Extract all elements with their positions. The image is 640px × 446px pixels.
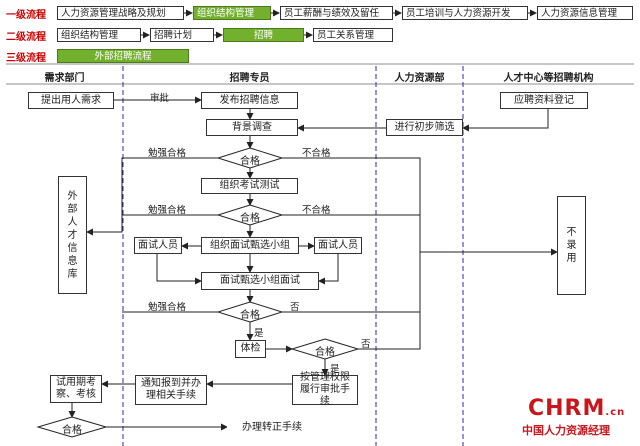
edge-label-yes-2: 是 bbox=[330, 364, 340, 375]
node-interviewer-left[interactable]: 面试人员 bbox=[134, 237, 182, 254]
lane-recruiter: 招聘专员 bbox=[229, 73, 270, 84]
node-submit-need[interactable]: 提出用人需求 bbox=[28, 92, 114, 109]
process-org-structure[interactable]: 组织结构管理 bbox=[193, 6, 271, 20]
edge-label-fail-2: 不合格 bbox=[302, 205, 331, 216]
decision-diamond-3 bbox=[216, 301, 284, 323]
node-initial-screen[interactable]: 进行初步筛选 bbox=[386, 119, 463, 136]
decision-diamond-4 bbox=[290, 338, 360, 360]
process-recruit[interactable]: 招聘 bbox=[223, 28, 304, 42]
decision-2-label: 合格 bbox=[240, 213, 260, 224]
process-external-recruit[interactable]: 外部招聘流程 bbox=[57, 49, 189, 63]
edge-label-fail-1: 不合格 bbox=[302, 148, 331, 159]
decision-4-label: 合格 bbox=[315, 347, 335, 358]
node-not-hired[interactable]: 不录用 bbox=[557, 196, 586, 295]
process-hr-strategy[interactable]: 人力资源管理战略及规划 bbox=[57, 6, 184, 20]
node-probation[interactable]: 试用期考察、考核 bbox=[50, 375, 102, 403]
edge-label-no-1: 否 bbox=[290, 302, 300, 313]
decision-diamond-5 bbox=[36, 416, 108, 438]
node-background-check[interactable]: 背景调查 bbox=[206, 119, 298, 136]
edge-label-no-2: 否 bbox=[361, 339, 371, 350]
level-3-label: 三级流程 bbox=[6, 53, 46, 64]
process-employee-relations[interactable]: 员工关系管理 bbox=[313, 28, 393, 42]
node-physical-exam[interactable]: 体检 bbox=[235, 340, 266, 358]
node-written-test[interactable]: 组织考试测试 bbox=[201, 178, 298, 194]
edge-label-forced-pass-2: 勉强合格 bbox=[148, 205, 187, 216]
process-compensation[interactable]: 员工薪酬与绩效及留任 bbox=[280, 6, 393, 20]
node-register[interactable]: 应聘资料登记 bbox=[500, 92, 588, 109]
decision-1-label: 合格 bbox=[240, 156, 260, 167]
edge-label-forced-pass-3: 勉强合格 bbox=[148, 302, 187, 313]
level-2-label: 二级流程 bbox=[6, 32, 46, 43]
decision-5-label: 合格 bbox=[62, 425, 82, 436]
logo-suffix: .cn bbox=[605, 407, 626, 418]
process-recruit-plan[interactable]: 招聘计划 bbox=[150, 28, 214, 42]
node-approval[interactable]: 按管理权限履行审批手续 bbox=[292, 372, 358, 407]
logo-tagline: 中国人力资源经理 bbox=[522, 424, 610, 437]
edge-label-forced-pass-1: 勉强合格 bbox=[148, 148, 187, 159]
chrm-logo: CHRM.cn bbox=[528, 396, 625, 421]
not-hired-label: 不录用 bbox=[566, 227, 577, 264]
lane-talent-center: 人才中心等招聘机构 bbox=[503, 73, 594, 84]
decision-diamond-2 bbox=[216, 204, 284, 226]
decision-3-label: 合格 bbox=[240, 310, 260, 321]
decision-diamond-1 bbox=[216, 147, 284, 169]
edge-label-yes-1: 是 bbox=[254, 328, 264, 339]
process-training[interactable]: 员工培训与人力资源开发 bbox=[402, 6, 528, 20]
talent-pool-label: 外部人才信息库 bbox=[67, 190, 78, 280]
node-publish-info[interactable]: 发布招聘信息 bbox=[201, 92, 298, 109]
node-interviewer-right[interactable]: 面试人员 bbox=[314, 237, 362, 254]
node-talent-pool[interactable]: 外部人才信息库 bbox=[58, 176, 87, 294]
process-hr-info[interactable]: 人力资源信息管理 bbox=[537, 6, 633, 20]
node-notify-report[interactable]: 通知报到并办理相关手续 bbox=[135, 375, 207, 405]
node-group-interview[interactable]: 面试甄选小组面试 bbox=[201, 272, 319, 290]
level-1-label: 一级流程 bbox=[6, 10, 46, 21]
logo-brand: CHRM bbox=[528, 396, 606, 421]
process-org-mgmt[interactable]: 组织结构管理 bbox=[57, 28, 141, 42]
lane-hr-dept: 人力资源部 bbox=[394, 73, 445, 84]
node-regularize[interactable]: 办理转正手续 bbox=[227, 418, 317, 438]
lane-demand-dept: 需求部门 bbox=[44, 73, 85, 84]
edge-label-approval: 审批 bbox=[150, 93, 170, 104]
node-interview-group[interactable]: 组织面试甄选小组 bbox=[201, 237, 299, 254]
